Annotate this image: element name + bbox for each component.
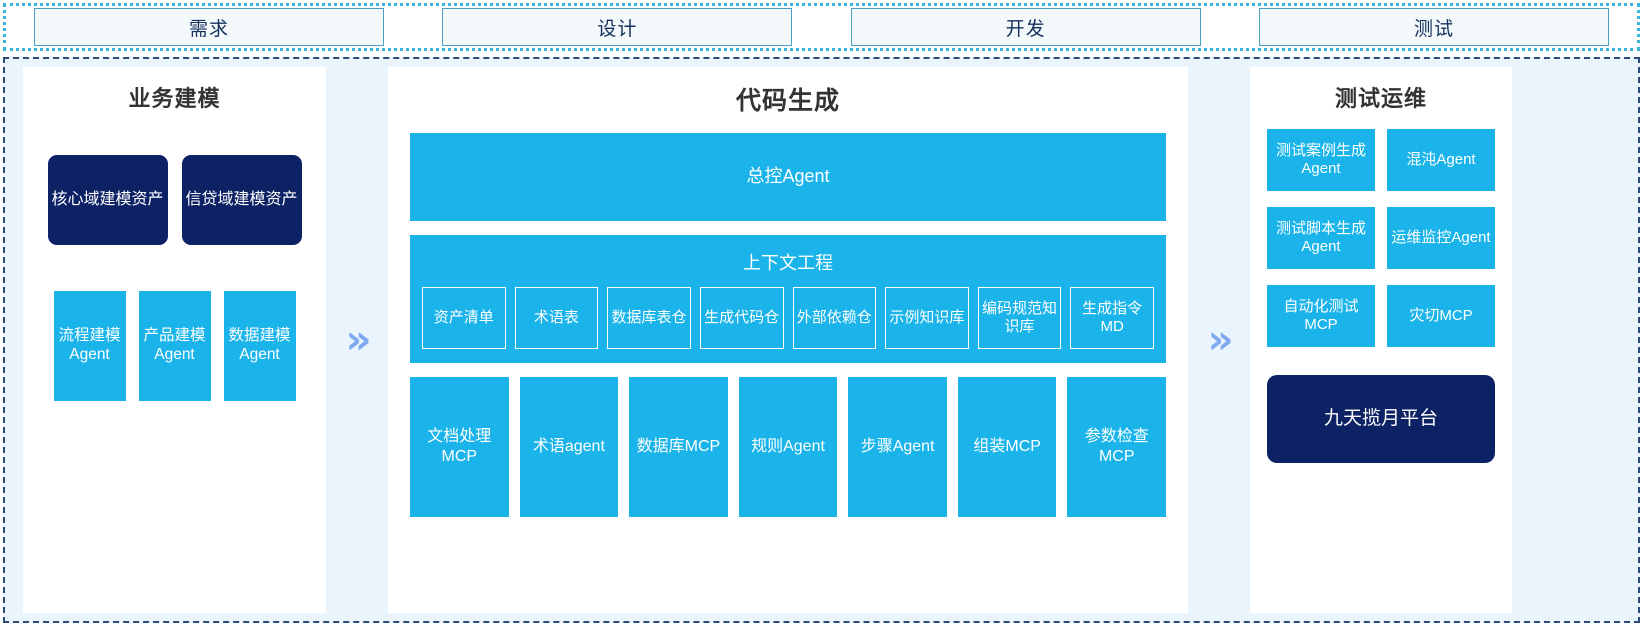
architecture-panel: 业务建模 核心域建模资产 信贷域建模资产 流程建模Agent 产品建模Agent… (3, 57, 1640, 623)
business-asset-row: 核心域建模资产 信贷域建模资产 (23, 155, 326, 245)
code-generation-tools-row: 文档处理MCP 术语agent 数据库MCP 规则Agent 步骤Agent 组… (410, 377, 1167, 517)
context-engineering-block: 上下文工程 资产清单 术语表 数据库表仓 生成代码仓 外部依赖仓 示例知识库 编… (410, 235, 1166, 363)
business-modeling-title: 业务建模 (128, 86, 221, 111)
context-engineering-items: 资产清单 术语表 数据库表仓 生成代码仓 外部依赖仓 示例知识库 编码规范知识库… (422, 287, 1154, 349)
code-generation-body: 总控Agent 上下文工程 资产清单 术语表 数据库表仓 生成代码仓 外部依赖仓… (388, 117, 1188, 517)
tool-database-mcp[interactable]: 数据库MCP (629, 377, 728, 517)
ctx-item-asset-list[interactable]: 资产清单 (422, 287, 506, 349)
mcp-automated-testing[interactable]: 自动化测试MCP (1267, 285, 1375, 347)
column-test-ops: 测试运维 测试案例生成Agent 混沌Agent 测试脚本生成Agent 运维监… (1250, 67, 1512, 613)
agent-process-modeling[interactable]: 流程建模Agent (53, 291, 126, 401)
code-generation-title: 代码生成 (735, 87, 840, 115)
test-ops-body: 测试案例生成Agent 混沌Agent 测试脚本生成Agent 运维监控Agen… (1250, 113, 1512, 463)
platform-jiutian-lanyue[interactable]: 九天揽月平台 (1267, 375, 1495, 463)
tool-document-processing-mcp[interactable]: 文档处理MCP (410, 377, 509, 517)
ctx-item-generated-code-repo[interactable]: 生成代码仓 (699, 287, 784, 349)
ctx-item-db-table-repo[interactable]: 数据库表仓 (607, 287, 691, 349)
test-ops-row-1: 测试案例生成Agent 混沌Agent (1266, 129, 1496, 191)
column-code-generation: 代码生成 总控Agent 上下文工程 资产清单 术语表 数据库表仓 生成代码仓 … (388, 67, 1188, 613)
column-business-modeling: 业务建模 核心域建模资产 信贷域建模资产 流程建模Agent 产品建模Agent… (23, 67, 326, 613)
mcp-disaster-switch[interactable]: 灾切MCP (1387, 285, 1495, 347)
asset-core-domain[interactable]: 核心域建模资产 (47, 155, 168, 245)
ctx-item-coding-standard-knowledge-base[interactable]: 编码规范知识库 (977, 287, 1062, 349)
agent-test-script-generation[interactable]: 测试脚本生成Agent (1267, 207, 1375, 269)
platform-wrapper: 九天揽月平台 (1266, 375, 1496, 463)
ctx-item-glossary[interactable]: 术语表 (514, 287, 599, 349)
tool-step-agent[interactable]: 步骤Agent (848, 377, 947, 517)
agent-ops-monitoring[interactable]: 运维监控Agent (1387, 207, 1495, 269)
phase-item-development[interactable]: 开发 (850, 8, 1201, 46)
master-control-agent[interactable]: 总控Agent (410, 133, 1166, 221)
agent-product-modeling[interactable]: 产品建模Agent (138, 291, 211, 401)
ctx-item-example-knowledge-base[interactable]: 示例知识库 (885, 287, 969, 349)
phase-item-requirements[interactable]: 需求 (34, 8, 384, 46)
flow-arrow-1: » (326, 67, 388, 613)
agent-test-case-generation[interactable]: 测试案例生成Agent (1267, 129, 1375, 191)
ctx-item-generation-instruction-md[interactable]: 生成指令MD (1070, 287, 1154, 349)
test-ops-row-2: 测试脚本生成Agent 运维监控Agent (1266, 207, 1496, 269)
phase-item-testing[interactable]: 测试 (1258, 8, 1609, 46)
test-ops-row-3: 自动化测试MCP 灾切MCP (1266, 285, 1496, 347)
business-agent-row: 流程建模Agent 产品建模Agent 数据建模Agent (23, 291, 326, 401)
phase-list: 需求 设计 开发 测试 (6, 8, 1637, 46)
double-chevron-right-icon: » (345, 317, 372, 363)
agent-chaos[interactable]: 混沌Agent (1387, 129, 1495, 191)
asset-credit-domain[interactable]: 信贷域建模资产 (181, 155, 302, 245)
phase-strip: 需求 设计 开发 测试 (3, 3, 1640, 51)
agent-data-modeling[interactable]: 数据建模Agent (223, 291, 296, 401)
tool-assembly-mcp[interactable]: 组装MCP (957, 377, 1057, 517)
tool-parameter-check-mcp[interactable]: 参数检查MCP (1067, 377, 1167, 517)
context-engineering-title: 上下文工程 (743, 253, 833, 273)
tool-rule-agent[interactable]: 规则Agent (738, 377, 838, 517)
ctx-item-external-dependency-repo[interactable]: 外部依赖仓 (792, 287, 877, 349)
phase-item-design[interactable]: 设计 (442, 8, 793, 46)
test-ops-title: 测试运维 (1334, 86, 1427, 111)
tool-glossary-agent[interactable]: 术语agent (519, 377, 619, 517)
flow-arrow-2: » (1188, 67, 1250, 613)
double-chevron-right-icon: » (1207, 317, 1234, 363)
